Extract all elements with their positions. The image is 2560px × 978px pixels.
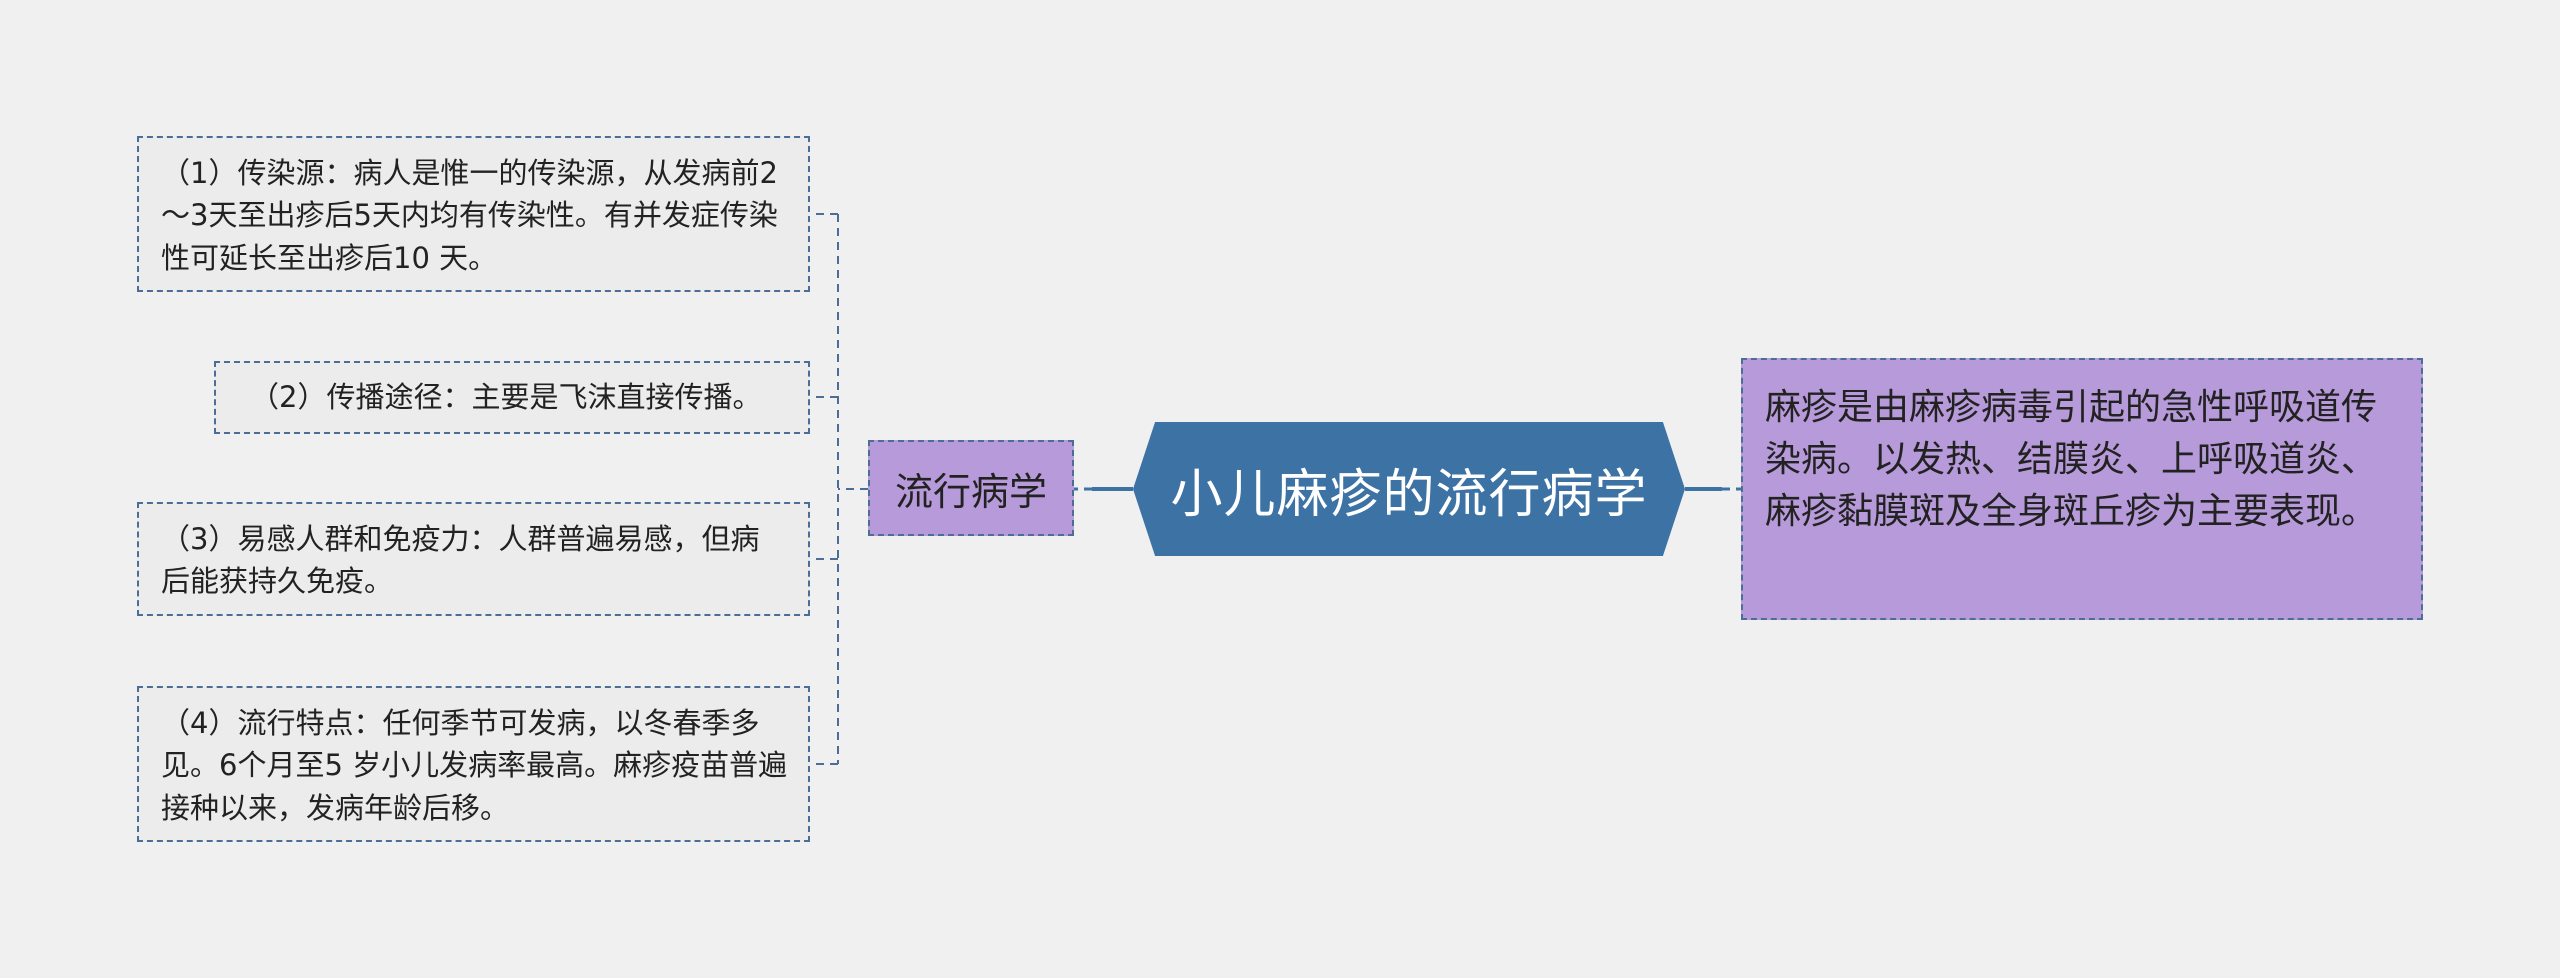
leaf-transmission-route[interactable]: （2）传播途径：主要是飞沫直接传播。 (214, 361, 810, 434)
leaf-transmission-route-text: （2）传播途径：主要是飞沫直接传播。 (250, 380, 762, 415)
leaf-susceptible-population-text: （3）易感人群和免疫力：人群普遍易感，但病后能获持久免疫。 (161, 522, 760, 599)
branch-definition[interactable]: 麻疹是由麻疹病毒引起的急性呼吸道传染病。以发热、结膜炎、上呼吸道炎、麻疹黏膜斑及… (1741, 358, 2423, 620)
branch-epidemiology[interactable]: 流行病学 (868, 440, 1074, 536)
leaf-epidemic-features-text: （4）流行特点：任何季节可发病，以冬春季多见。6个月至5 岁小儿发病率最高。麻疹… (161, 706, 788, 825)
leaf-susceptible-population[interactable]: （3）易感人群和免疫力：人群普遍易感，但病后能获持久免疫。 (137, 502, 810, 616)
leaf-transmission-source[interactable]: （1）传染源：病人是惟一的传染源，从发病前2～3天至出疹后5天内均有传染性。有并… (137, 136, 810, 292)
branch-definition-text: 麻疹是由麻疹病毒引起的急性呼吸道传染病。以发热、结膜炎、上呼吸道炎、麻疹黏膜斑及… (1765, 387, 2378, 532)
central-topic-label: 小儿麻疹的流行病学 (1170, 464, 1648, 525)
branch-epidemiology-label: 流行病学 (894, 469, 1047, 514)
leaf-transmission-source-text: （1）传染源：病人是惟一的传染源，从发病前2～3天至出疹后5天内均有传染性。有并… (161, 156, 778, 275)
leaf-epidemic-features[interactable]: （4）流行特点：任何季节可发病，以冬春季多见。6个月至5 岁小儿发病率最高。麻疹… (137, 686, 810, 842)
central-topic[interactable]: 小儿麻疹的流行病学 (1133, 422, 1685, 556)
